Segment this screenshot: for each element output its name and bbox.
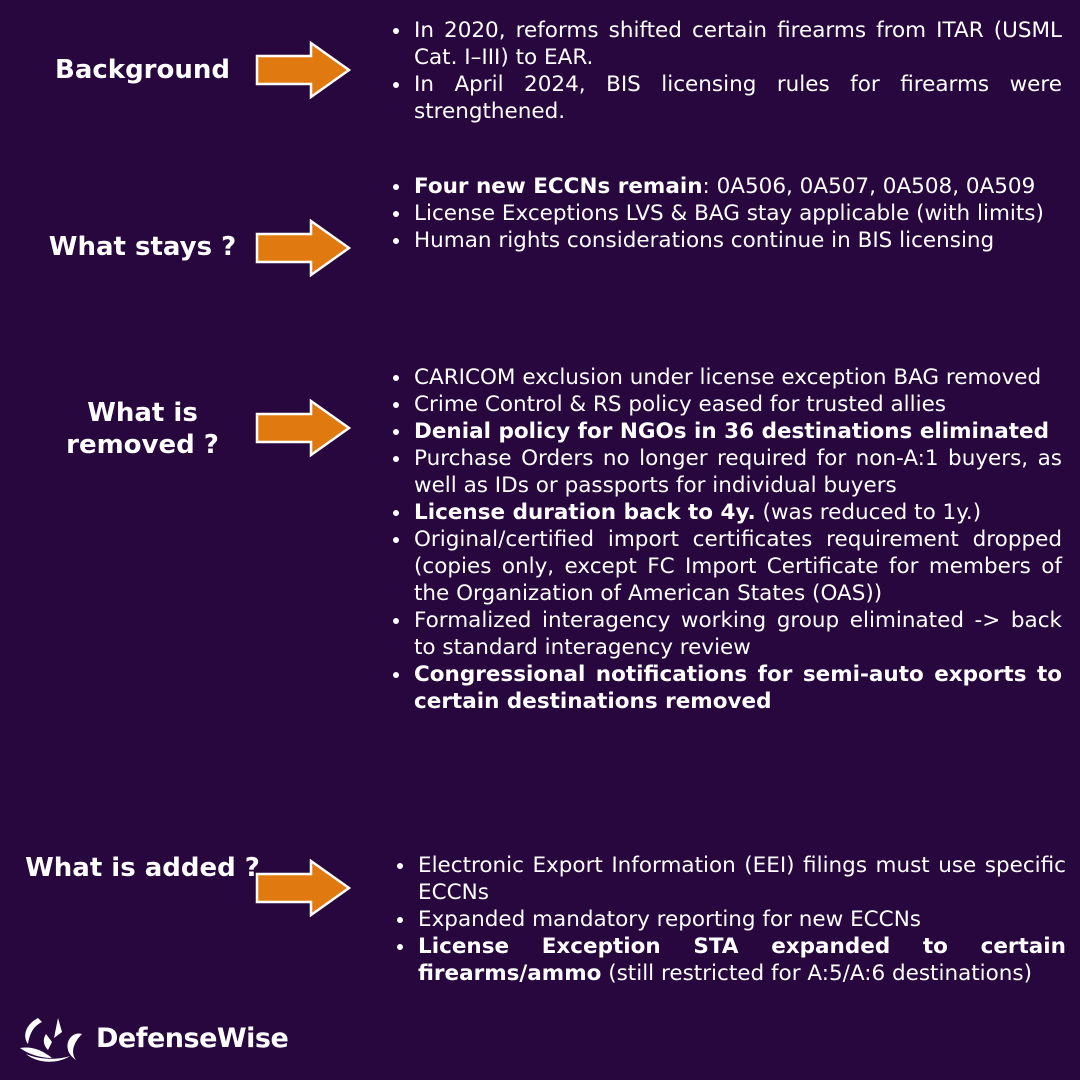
item-text: Purchase Orders no longer required for n…	[414, 446, 1062, 498]
logo-text-part1: Defense	[96, 1022, 217, 1054]
item-text-bold: License duration back to 4y.	[414, 500, 756, 525]
what-stays-list: Four new ECCNs remain: 0A506, 0A507, 0A5…	[386, 173, 1062, 254]
list-item: Expanded mandatory reporting for new ECC…	[397, 906, 1066, 933]
section-label-background: Background	[55, 55, 230, 85]
item-text: In 2020, reforms shifted certain firearm…	[414, 18, 1062, 70]
logo-mark-icon	[20, 1018, 82, 1062]
list-item: Denial policy for NGOs in 36 destination…	[393, 418, 1062, 445]
logo-wordmark: DefenseWise	[96, 1022, 289, 1054]
background-list: In 2020, reforms shifted certain firearm…	[386, 17, 1062, 125]
arrow-right-icon	[255, 40, 352, 100]
what-is-removed-list: CARICOM exclusion under license exceptio…	[386, 364, 1062, 715]
arrow-right-icon	[255, 858, 352, 918]
item-text: Expanded mandatory reporting for new ECC…	[418, 907, 921, 932]
item-text: Electronic Export Information (EEI) fili…	[418, 853, 1066, 905]
list-item: Human rights considerations continue in …	[393, 227, 1062, 254]
list-item: Purchase Orders no longer required for n…	[393, 445, 1062, 499]
item-text-bold: License Exception STA expanded to certai…	[418, 934, 1066, 986]
item-text: Original/certified import certificates r…	[414, 527, 1062, 606]
list-item: License duration back to 4y. (was reduce…	[393, 499, 1062, 526]
section-label-what-stays: What stays ?	[48, 232, 237, 262]
list-item: Four new ECCNs remain: 0A506, 0A507, 0A5…	[393, 173, 1062, 200]
list-item: Crime Control & RS policy eased for trus…	[393, 391, 1062, 418]
arrow-right-icon	[255, 218, 352, 278]
item-text: (still restricted for A:5/A:6 destinatio…	[601, 961, 1033, 986]
item-text: Formalized interagency working group eli…	[414, 608, 1062, 660]
list-item: Electronic Export Information (EEI) fili…	[397, 852, 1066, 906]
list-item: Original/certified import certificates r…	[393, 526, 1062, 607]
item-text-bold: Four new ECCNs remain	[414, 174, 703, 199]
item-text: : 0A506, 0A507, 0A508, 0A509	[702, 174, 1036, 199]
item-text: Human rights considerations continue in …	[414, 228, 995, 253]
section-label-what-is-added: What is added ?	[25, 853, 260, 883]
list-item: In 2020, reforms shifted certain firearm…	[393, 17, 1062, 71]
list-item: Formalized interagency working group eli…	[393, 607, 1062, 661]
what-is-added-list: Electronic Export Information (EEI) fili…	[390, 852, 1066, 987]
list-item: Congressional notifications for semi-aut…	[393, 661, 1062, 715]
item-text: Crime Control & RS policy eased for trus…	[414, 392, 946, 417]
list-item: CARICOM exclusion under license exceptio…	[393, 364, 1062, 391]
item-text: (was reduced to 1y.)	[755, 500, 982, 525]
item-text-bold: Congressional notifications for semi-aut…	[414, 662, 1062, 714]
item-text: In April 2024, BIS licensing rules for f…	[414, 72, 1062, 124]
item-text: CARICOM exclusion under license exceptio…	[414, 365, 1042, 390]
defensewise-logo: DefenseWise	[18, 1012, 289, 1064]
item-text: License Exceptions LVS & BAG stay applic…	[414, 201, 1044, 226]
arrow-right-icon	[255, 398, 352, 458]
list-item: In April 2024, BIS licensing rules for f…	[393, 71, 1062, 125]
list-item: License Exceptions LVS & BAG stay applic…	[393, 200, 1062, 227]
list-item: License Exception STA expanded to certai…	[397, 933, 1066, 987]
section-label-what-is-removed: What is removed ?	[66, 398, 219, 460]
item-text-bold: Denial policy for NGOs in 36 destination…	[414, 419, 1049, 444]
logo-text-part2: Wise	[216, 1022, 289, 1054]
